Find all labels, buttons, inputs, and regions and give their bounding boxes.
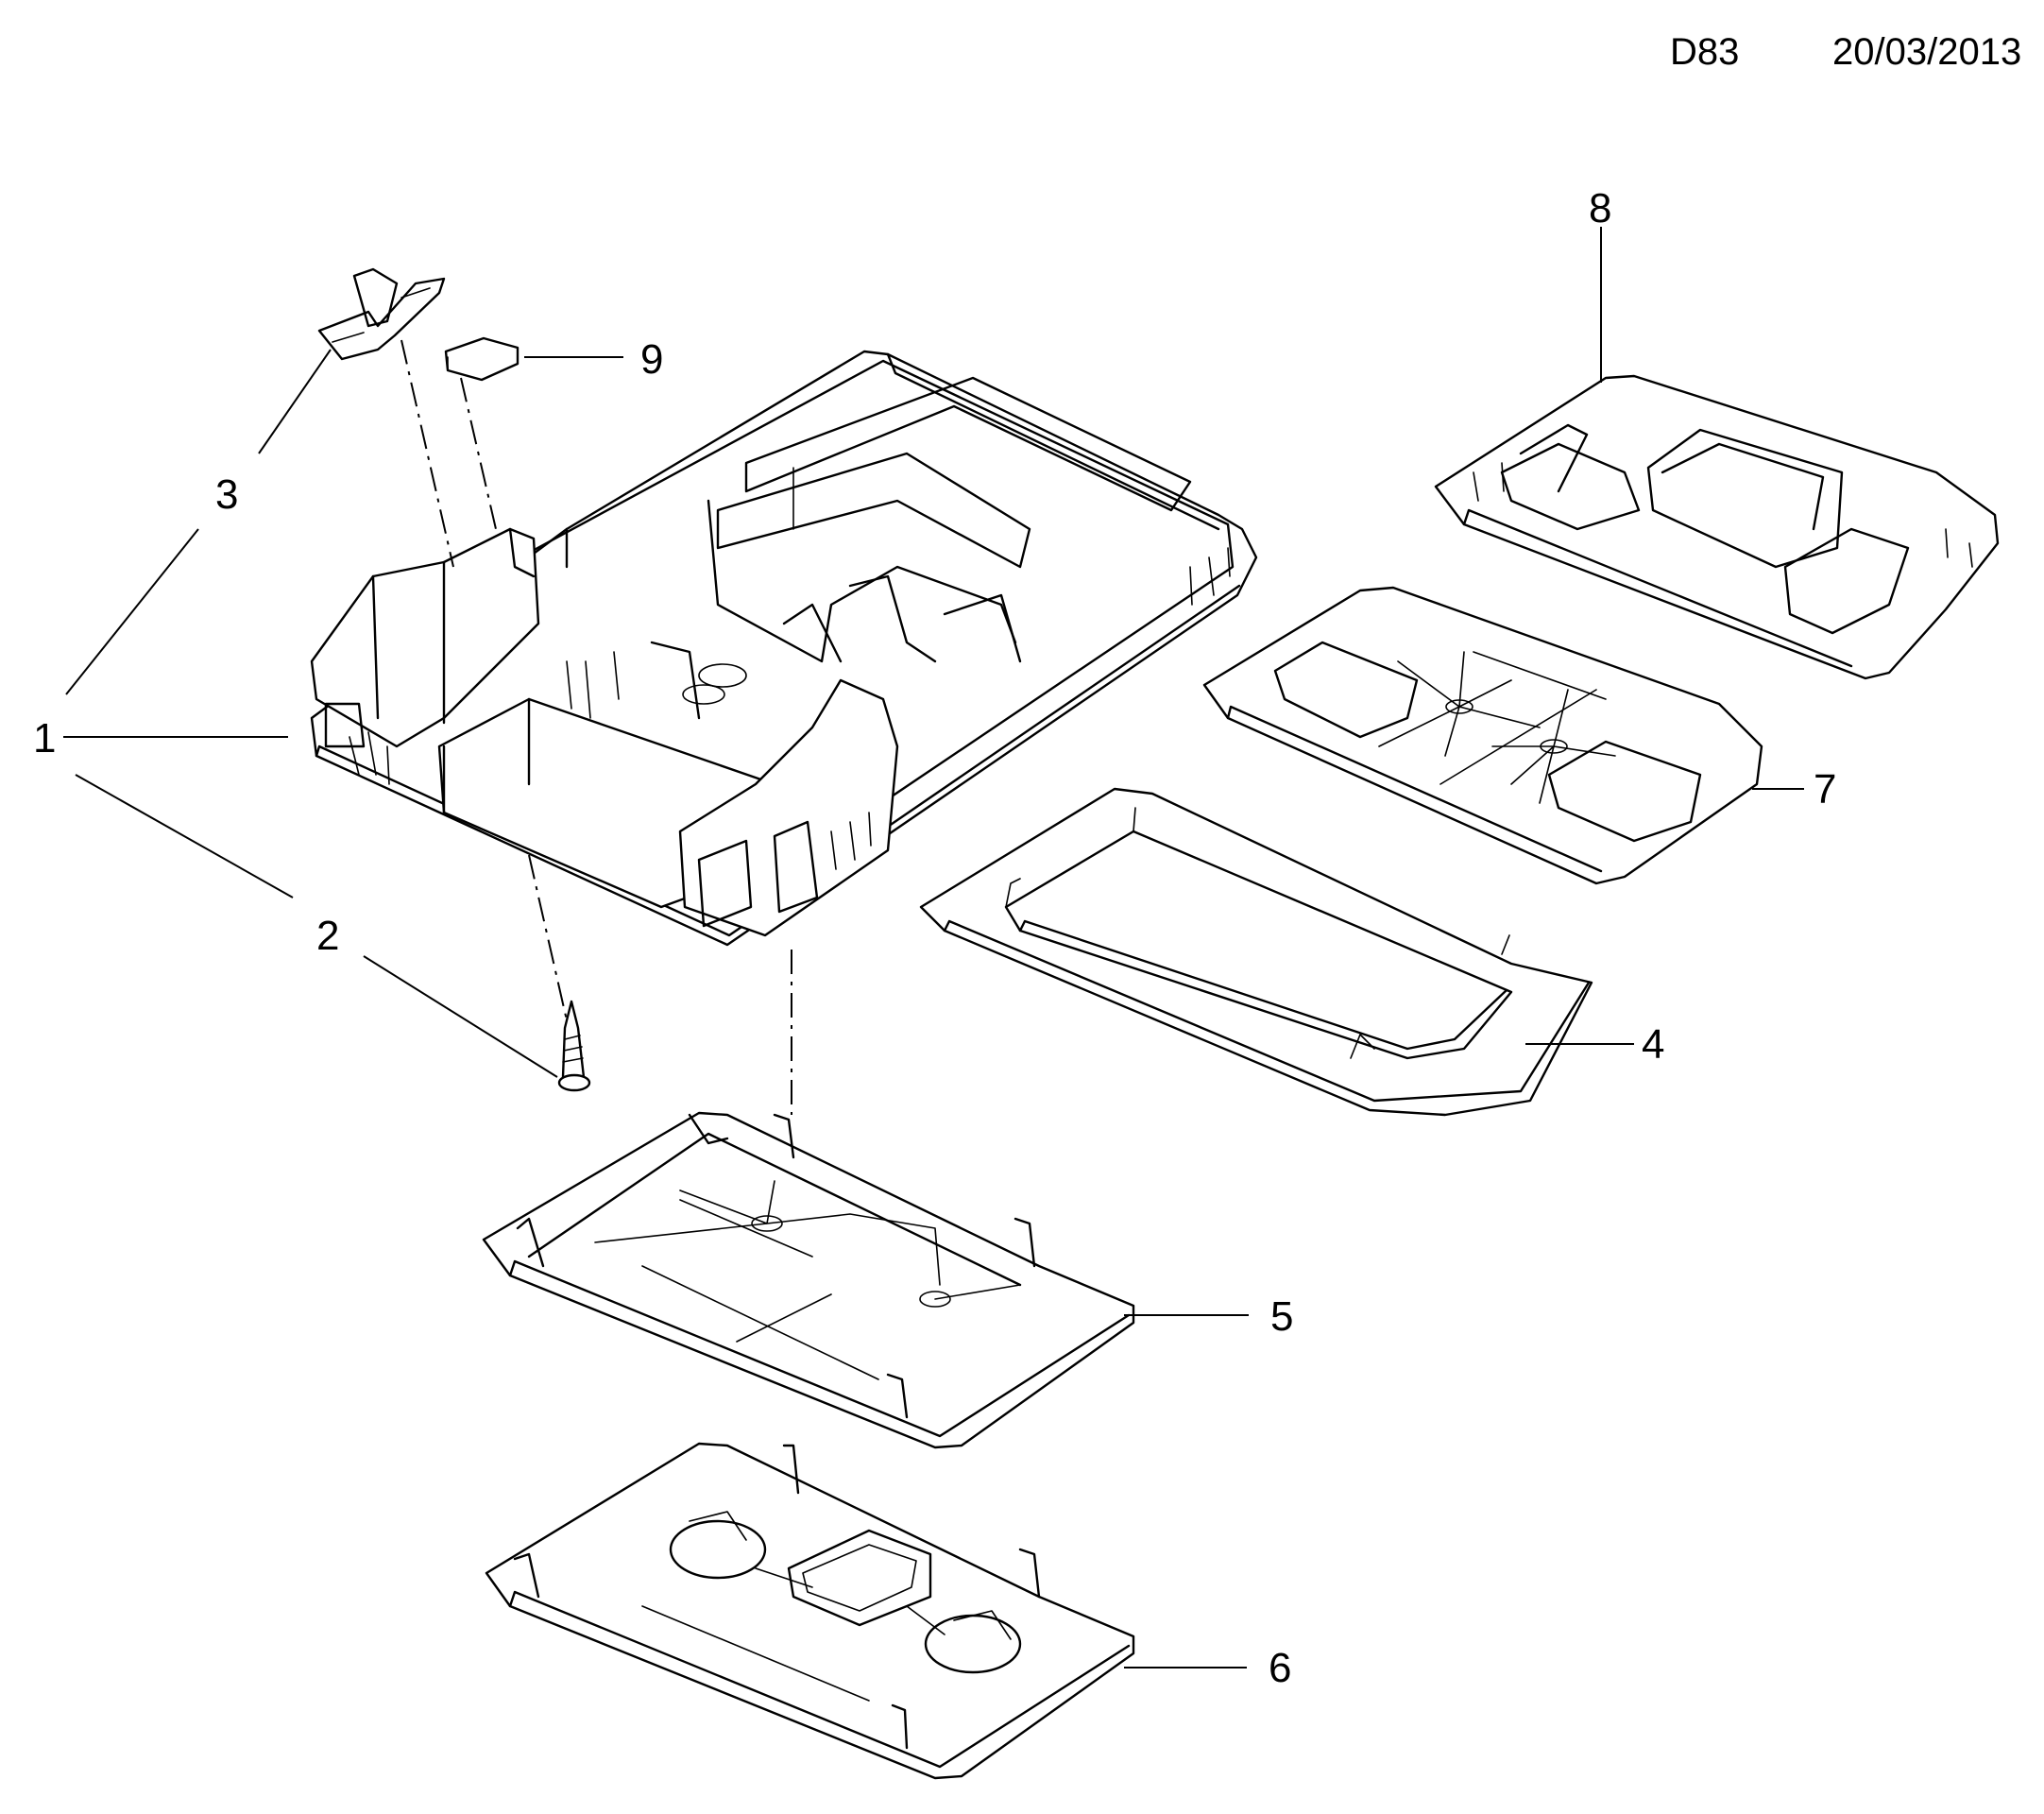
callout-8: 8	[1589, 185, 1611, 231]
callout-4: 4	[1642, 1021, 1664, 1068]
callout-2: 2	[316, 913, 339, 959]
part-4-frame	[919, 787, 1593, 1117]
part-3-clip	[317, 267, 446, 361]
leader-lines	[63, 227, 1804, 1669]
part-7-cover	[1202, 586, 1763, 885]
callout-labels: 1 2 3 4 5 6 7 8 9	[33, 185, 1836, 1691]
part-5-cover	[482, 1111, 1135, 1449]
part-6-cover	[485, 1442, 1135, 1780]
part-1-housing	[310, 350, 1258, 947]
part-8-cover	[1434, 374, 2000, 680]
part-9-pad	[444, 336, 520, 382]
callout-1: 1	[33, 715, 56, 762]
callout-6: 6	[1269, 1645, 1291, 1691]
part-2-screw	[557, 1000, 591, 1092]
page-code: D83	[1670, 31, 1739, 73]
callout-3: 3	[215, 471, 238, 518]
assembly-lines	[400, 339, 792, 1115]
callout-9: 9	[640, 336, 663, 383]
callout-7: 7	[1814, 766, 1836, 813]
diagram-date: 20/03/2013	[1832, 31, 2021, 73]
callout-5: 5	[1270, 1293, 1293, 1340]
